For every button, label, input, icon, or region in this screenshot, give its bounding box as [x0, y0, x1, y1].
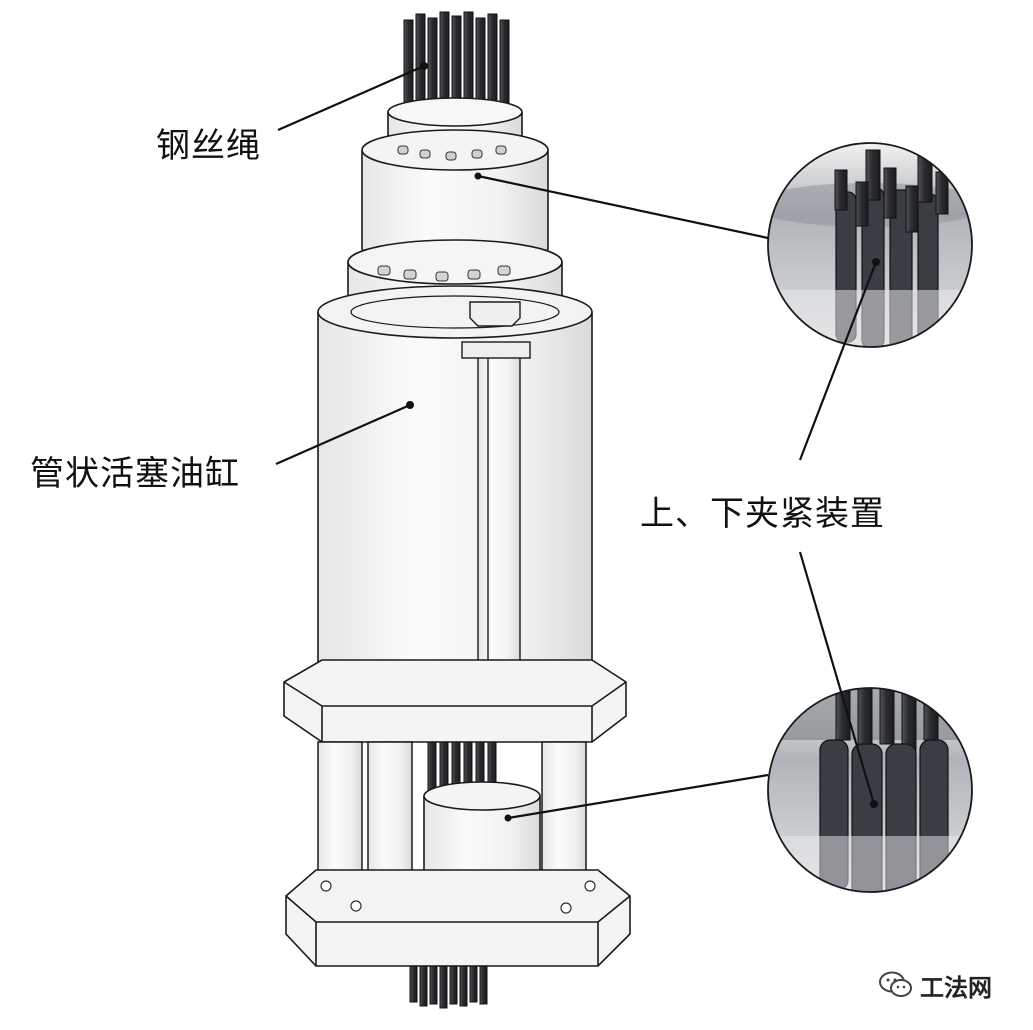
leader-upper-housing-to-lens — [477, 174, 769, 240]
leader-tubular-cylinder — [275, 403, 411, 466]
leader-lines — [275, 64, 878, 820]
lower-clamp-detail-lens — [767, 687, 973, 893]
leader-wire-rope — [277, 64, 425, 132]
label-wire-rope: 钢丝绳 — [156, 126, 261, 166]
upper-base-plate — [283, 659, 627, 743]
dot-wire-rope — [420, 62, 428, 70]
tubular-piston-cylinder — [317, 285, 593, 717]
top-wire-strands — [403, 11, 512, 119]
bottom-base-plate — [285, 869, 631, 967]
leader-clamp-lower — [798, 551, 876, 805]
dot-clamp-lower — [870, 800, 878, 808]
wechat-icon — [879, 971, 912, 997]
leader-lower-housing-to-lens — [507, 773, 769, 820]
leader-dots — [406, 62, 880, 822]
watermark-text: 工法网 — [920, 973, 992, 1002]
dot-upper-housing — [474, 172, 482, 180]
dot-tubular-cylinder — [406, 401, 414, 409]
upper-clamp-detail-lens — [767, 142, 973, 348]
upper-clamp-housing — [361, 129, 549, 269]
bottom-wire-strands — [409, 965, 488, 1009]
label-tubular-piston-cylinder: 管状活塞油缸 — [30, 454, 240, 494]
leader-clamp-upper — [798, 261, 878, 461]
dot-lower-housing — [504, 814, 512, 822]
label-clamp-devices: 上、下夹紧装置 — [640, 494, 885, 534]
watermark: 工法网 — [878, 968, 992, 1002]
dot-clamp-upper — [872, 258, 880, 266]
